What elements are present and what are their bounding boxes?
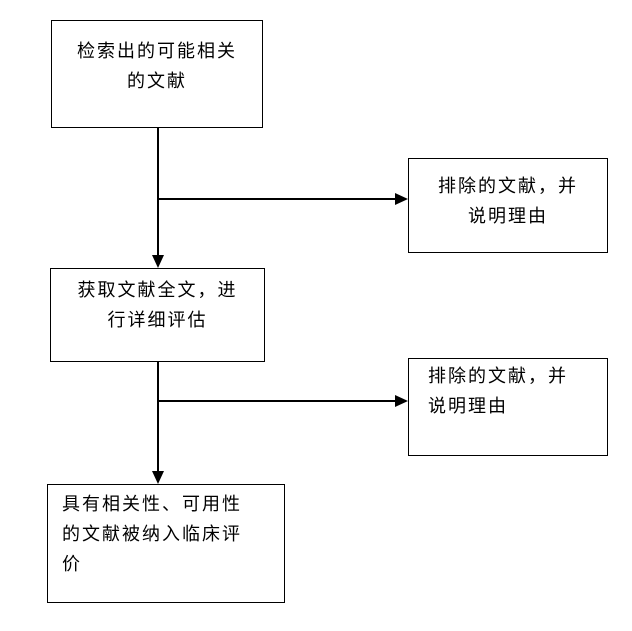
arrowhead-down-icon: [152, 255, 164, 268]
node-excluded-literature-bottom: 排除的文献，并 说明理由: [408, 358, 608, 456]
node-text-line: 的文献被纳入临床评: [62, 524, 242, 544]
arrowhead-right-icon: [395, 193, 408, 205]
node-text-line: 排除的文献，并: [438, 176, 578, 196]
node-excluded-literature-top: 排除的文献，并 说明理由: [408, 158, 608, 253]
arrowhead-right-icon: [395, 395, 408, 407]
node-text-line: 获取文献全文，进: [77, 280, 238, 300]
arrowhead-down-icon: [152, 471, 164, 484]
connector-fulltext-to-excluded-bottom: [158, 400, 396, 402]
node-fulltext-evaluation: 获取文献全文，进 行详细评估: [50, 268, 265, 362]
node-text-line: 行详细评估: [107, 310, 208, 330]
connector-fulltext-to-included: [157, 362, 159, 472]
node-retrieved-literature: 检索出的可能相关 的文献: [51, 20, 263, 128]
connector-retrieved-to-excluded-top: [158, 198, 396, 200]
node-text-line: 说明理由: [468, 206, 548, 226]
node-text-line: 具有相关性、可用性: [62, 494, 242, 514]
node-text-line: 排除的文献，并: [428, 366, 568, 386]
node-included-literature: 具有相关性、可用性 的文献被纳入临床评 价: [47, 484, 285, 603]
node-text-line: 说明理由: [428, 396, 508, 416]
node-text-line: 检索出的可能相关: [77, 41, 237, 61]
connector-retrieved-to-fulltext: [157, 128, 159, 257]
node-text-line: 价: [62, 554, 82, 574]
node-text-line: 的文献: [127, 71, 187, 91]
